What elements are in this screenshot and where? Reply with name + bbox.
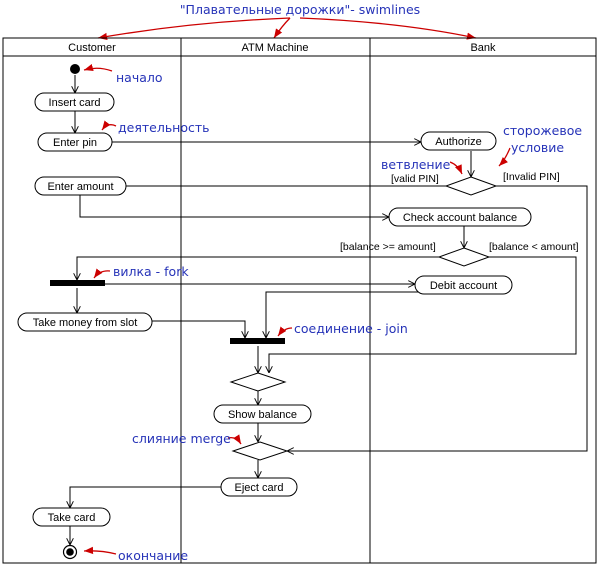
annotation-guard-line1: сторожевое — [503, 123, 582, 138]
annotation-arrows — [83, 64, 511, 555]
annotation-start: начало — [116, 70, 163, 85]
activity-eject-card: Eject card — [220, 477, 298, 497]
guard-valid-pin: [valid PIN] — [391, 173, 439, 185]
activity-check-balance-label: Check account balance — [403, 212, 517, 224]
activity-enter-pin: Enter pin — [37, 132, 113, 152]
activity-enter-pin-label: Enter pin — [53, 137, 97, 149]
lane-header-atm: ATM Machine — [241, 42, 308, 54]
annotation-branch: ветвление — [381, 157, 451, 172]
activity-enter-amount-label: Enter amount — [47, 181, 113, 193]
annotation-end: окончание — [118, 548, 188, 563]
annotation-join: соединение - join — [294, 321, 408, 336]
lane-header-bank: Bank — [470, 42, 496, 54]
activity-authorize: Authorize — [420, 131, 497, 151]
merge-balance — [229, 372, 287, 392]
guard-balance-lt: [balance < amount] — [489, 241, 579, 253]
activity-take-card-label: Take card — [48, 512, 96, 524]
fork-bar — [50, 280, 105, 286]
activity-take-money-label: Take money from slot — [33, 317, 138, 329]
activity-insert-card-label: Insert card — [49, 97, 101, 109]
title-arrows — [97, 17, 477, 41]
decision-balance — [437, 247, 491, 267]
activity-eject-card-label: Eject card — [235, 482, 284, 494]
activity-take-card: Take card — [32, 507, 111, 527]
annotation-fork: вилка - fork — [113, 264, 189, 279]
activity-show-balance: Show balance — [213, 404, 312, 424]
diagram-title: "Плавательные дорожки"- swimlines — [180, 2, 420, 17]
guard-balance-ge: [balance >= amount] — [340, 241, 436, 253]
activity-insert-card: Insert card — [34, 92, 115, 112]
activity-debit-account: Debit account — [414, 275, 513, 295]
activity-check-balance: Check account balance — [388, 207, 532, 227]
guard-invalid-pin: [Invalid PIN] — [503, 171, 560, 183]
merge-final — [231, 441, 289, 461]
join-bar — [230, 338, 285, 344]
lane-header-customer: Customer — [68, 42, 116, 54]
annotation-guard-line2: условие — [511, 140, 564, 155]
control-flows — [70, 75, 588, 545]
swimlanes: Customer ATM Machine Bank — [2, 37, 597, 564]
activity-enter-amount: Enter amount — [34, 176, 127, 196]
initial-node — [70, 64, 80, 74]
activity-take-money: Take money from slot — [17, 312, 153, 332]
annotation-merge: слияние merge — [132, 431, 231, 446]
activity-debit-account-label: Debit account — [430, 280, 497, 292]
activity-authorize-label: Authorize — [435, 136, 481, 148]
annotation-activity: деятельность — [118, 120, 210, 135]
activity-show-balance-label: Show balance — [228, 409, 297, 421]
final-node — [62, 544, 78, 560]
decision-pin — [444, 176, 498, 196]
